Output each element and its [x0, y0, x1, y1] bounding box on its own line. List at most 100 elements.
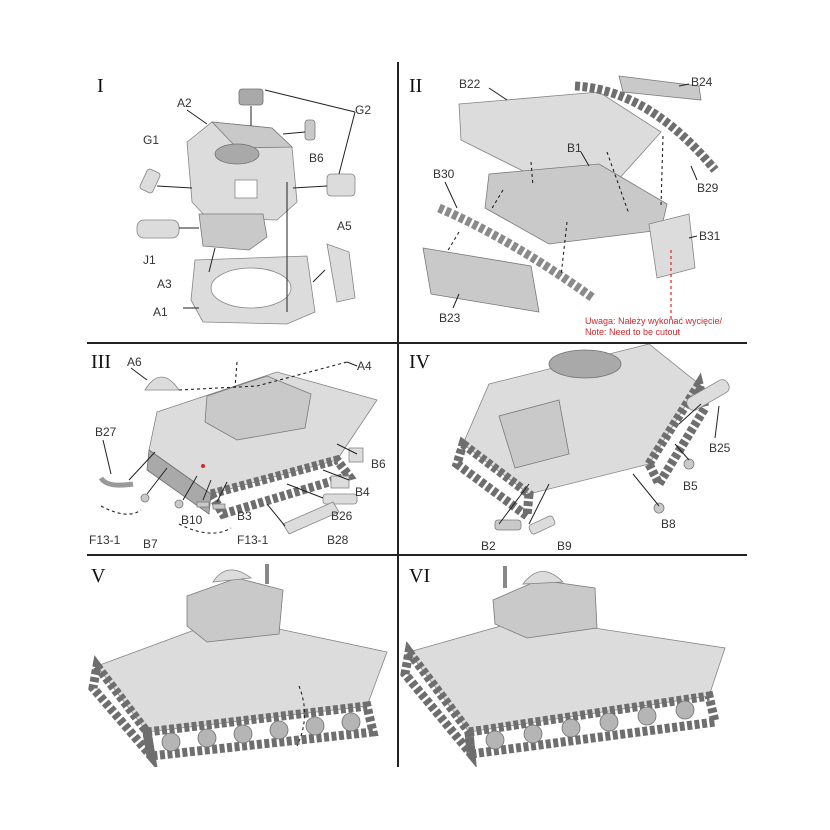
part-label-b6: B6 — [371, 457, 386, 471]
label-leader — [580, 151, 590, 167]
tank-turret-part — [204, 375, 312, 441]
step-number: III — [91, 351, 111, 373]
tool-box-part — [330, 475, 350, 489]
panel-step-4: IV B25 B5 B8 B2 B9 — [399, 344, 747, 554]
horizontal-divider-top — [87, 342, 747, 344]
part-label-b26: B26 — [331, 509, 353, 523]
vertical-divider — [397, 62, 399, 767]
part-label-f13-1-right: F13-1 — [237, 533, 269, 547]
cupola-dome-part — [144, 376, 180, 391]
road-wheel-render — [675, 700, 695, 720]
road-wheel-render — [197, 728, 217, 748]
right-track-render — [141, 701, 379, 761]
panel-step-1: I — [87, 62, 397, 342]
hook-part — [174, 499, 184, 509]
assembly-arrow — [498, 483, 530, 525]
fender-part — [282, 501, 340, 535]
panel-step-2: II — [399, 62, 747, 342]
label-leader — [346, 361, 358, 367]
cutout-note-line-1: Uwaga: Należy wykonać wycięcie/ — [585, 316, 723, 326]
periscope-part — [304, 119, 316, 141]
turret-ring-opening — [548, 349, 622, 379]
part-label-a4: A4 — [357, 359, 372, 373]
road-wheel-render — [269, 720, 289, 740]
road-wheel-render — [341, 712, 361, 732]
step-3-diagram: III — [89, 351, 386, 551]
assembly-arrow — [528, 483, 550, 525]
tank-track-far — [643, 372, 710, 494]
part-label-b8: B8 — [661, 517, 676, 531]
assembly-arrow — [312, 269, 326, 283]
label-leader — [182, 475, 198, 501]
track-upper-part — [574, 81, 719, 173]
part-label-b24: B24 — [691, 75, 713, 89]
label-leader — [714, 405, 720, 439]
part-label-b3: B3 — [237, 509, 252, 523]
label-leader — [488, 87, 508, 101]
assembly-guide — [446, 231, 460, 253]
label-leader — [146, 467, 168, 495]
cupola-render — [212, 569, 253, 583]
label-leader — [452, 293, 460, 309]
step-number: V — [91, 565, 106, 587]
left-track-render — [88, 655, 158, 767]
step-number: IV — [409, 351, 431, 373]
assembly-arrow — [208, 247, 216, 273]
part-label-f13-1-left: F13-1 — [89, 533, 121, 547]
step-number: VI — [409, 565, 430, 587]
part-label-b10: B10 — [181, 513, 203, 527]
panel-step-6: VI — [399, 556, 747, 767]
antenna-render — [265, 564, 269, 584]
hatch-part — [238, 88, 264, 106]
step-number: I — [97, 75, 104, 97]
track-lower-part — [437, 203, 596, 302]
tow-hook-part — [683, 458, 695, 470]
cutout-note-line-2: Note: Need to be cutout — [585, 327, 681, 337]
part-label-b31: B31 — [699, 229, 721, 243]
road-wheel-render — [305, 716, 325, 736]
assembly-guide — [490, 189, 504, 211]
assembly-arrow — [292, 185, 328, 189]
assembly-arrow — [282, 131, 306, 135]
part-label-a6: A6 — [127, 355, 142, 369]
label-leader — [202, 479, 212, 501]
bracket-part — [196, 501, 210, 508]
road-wheel-render — [637, 706, 657, 726]
label-leader — [216, 481, 228, 503]
label-leader — [128, 451, 156, 481]
part-label-b22: B22 — [459, 77, 481, 91]
label-leader — [322, 469, 350, 481]
engine-deck-part — [498, 399, 570, 469]
side-skirt-part — [422, 247, 540, 313]
panel-step-3: III — [87, 344, 397, 554]
side-hatch-part — [326, 243, 356, 303]
part-label-b5: B5 — [683, 479, 698, 493]
part-label-b23: B23 — [439, 311, 461, 325]
tank-front-plate — [146, 449, 212, 515]
label-leader — [102, 439, 112, 475]
bracket-part — [494, 519, 522, 531]
part-label-b7: B7 — [143, 537, 158, 551]
step-6-model-render: VI — [400, 565, 726, 767]
turret-roof-part — [210, 121, 293, 149]
chain-part — [178, 523, 232, 534]
part-label-b25: B25 — [709, 441, 731, 455]
vision-block-part — [139, 168, 161, 194]
label-leader — [678, 83, 690, 87]
part-label-b2: B2 — [481, 539, 496, 553]
assembly-guide — [530, 161, 534, 187]
part-label-b6: B6 — [309, 151, 324, 165]
right-track-render — [464, 690, 721, 760]
part-label-a1: A1 — [153, 305, 168, 319]
assembly-guide — [178, 361, 348, 391]
tow-chain-render — [296, 685, 306, 747]
label-leader — [690, 165, 698, 181]
assembly-guide — [606, 151, 630, 215]
turret-cutout — [234, 179, 258, 199]
part-label-b30: B30 — [433, 167, 455, 181]
exhaust-part — [686, 379, 730, 411]
track-guard-part — [618, 75, 702, 101]
label-leader — [186, 109, 208, 125]
road-wheel-render — [161, 732, 181, 752]
instruction-sheet: I — [87, 62, 747, 767]
